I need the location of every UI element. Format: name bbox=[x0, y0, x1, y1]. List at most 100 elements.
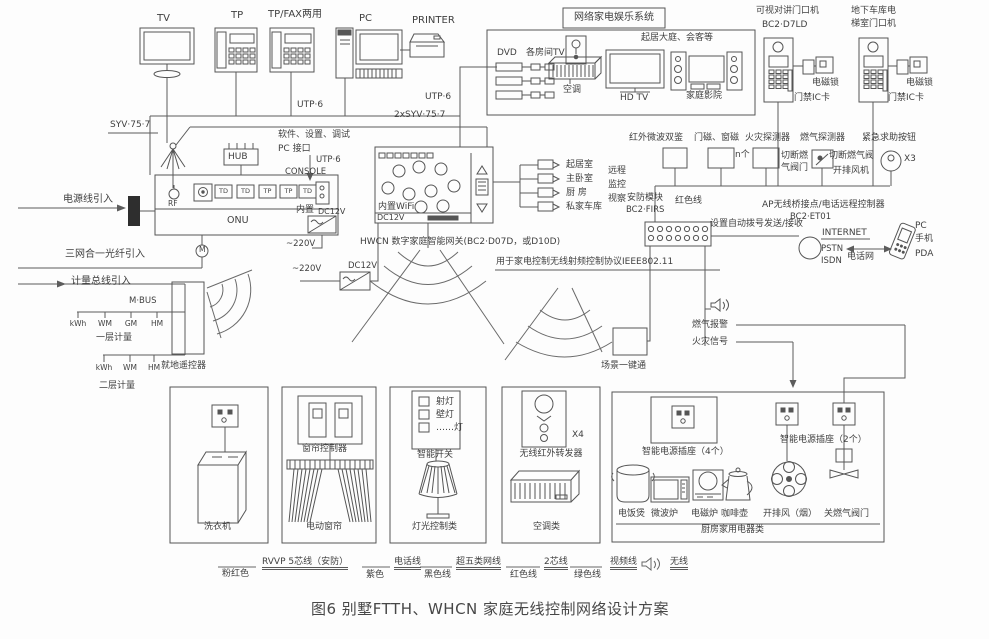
smart-switch-label: 智能开关 bbox=[417, 450, 454, 460]
entertainment-box bbox=[486, 7, 756, 116]
remote-watch1-label: 远程 bbox=[608, 166, 627, 176]
utp6-right-label: UTP·6 bbox=[425, 92, 452, 102]
kitchen-item6-label: 关燃气阀门 bbox=[824, 509, 870, 519]
entertainment-title: 网络家电娱乐系统 bbox=[574, 12, 654, 23]
home-theater-icon bbox=[670, 51, 743, 91]
sensor5-label: 紧急求助按钮 bbox=[862, 133, 917, 143]
legend-color-green: 绿色线 bbox=[574, 570, 602, 580]
door1-model-label: BC2·D7LD bbox=[762, 20, 808, 30]
port-td1-label: TD bbox=[219, 187, 228, 195]
security-module-label1: 安防模块 bbox=[627, 193, 664, 203]
door-intercom-2-icon bbox=[858, 37, 889, 103]
washer-icon bbox=[197, 404, 247, 524]
meter-kwh2-label: kWh bbox=[95, 363, 113, 372]
mbus-label: M·BUS bbox=[129, 296, 157, 306]
figure-caption: 图6 别墅FTTH、WHCN 家庭无线控制网络设计方案 bbox=[310, 600, 670, 618]
remote-watch2-label: 监控 bbox=[608, 180, 627, 190]
floor1-label: 一层计量 bbox=[96, 333, 133, 343]
remote-control-label: 就地遥控器 bbox=[161, 361, 207, 371]
telephone-icon bbox=[214, 27, 258, 73]
pc-port-label: PC 接口 bbox=[278, 144, 311, 154]
printer-label: PRINTER bbox=[412, 15, 455, 26]
legend-lines bbox=[218, 556, 660, 572]
kitchen-box-icons bbox=[611, 396, 859, 503]
ap-name-label: AP无线桥接点/电话远程控制器 bbox=[762, 200, 885, 210]
cut-valve1-label: 切断燃 bbox=[781, 151, 809, 161]
meter-in-label: 计量总线引入 bbox=[71, 276, 131, 287]
fire-signal-label: 火灾信号 bbox=[692, 337, 729, 347]
isdn-label: ISDN bbox=[821, 256, 842, 266]
ac-ent-label: 空调 bbox=[563, 85, 582, 95]
ac-unit-icon bbox=[547, 55, 603, 80]
appliance-class-boxes bbox=[169, 386, 885, 544]
scene-switch-icon bbox=[612, 327, 648, 356]
meter-kwh1-label: kWh bbox=[69, 319, 87, 328]
door2-name-line1: 地下车库电 bbox=[851, 6, 897, 16]
lamp-icon bbox=[418, 460, 458, 519]
curtain-label: 电动窗帘 bbox=[306, 522, 343, 532]
pc-label: PC bbox=[359, 13, 373, 24]
software-note-label: 软件、设置、调试 bbox=[278, 130, 351, 140]
door1-name-label: 可视对讲门口机 bbox=[756, 6, 820, 16]
exhaust-label: 开排风机 bbox=[833, 166, 870, 176]
door-intercom-icon bbox=[763, 37, 794, 103]
kitchen-item4-label: 咖啡壶 bbox=[721, 509, 749, 519]
port-tp2-label: TP bbox=[284, 187, 293, 195]
tv-icon bbox=[139, 27, 195, 78]
meter-wm1-label: WM bbox=[98, 319, 112, 328]
theater-label: 家庭影院 bbox=[686, 91, 723, 101]
remote-watch3-label: 视察 bbox=[608, 194, 627, 204]
meter-hm2-label: HM bbox=[147, 363, 161, 372]
lock1-label: 电磁锁 bbox=[812, 78, 840, 88]
magnetic-lock-icon bbox=[793, 56, 834, 75]
meter-wm2-label: WM bbox=[123, 363, 137, 372]
electric-curtain-icon bbox=[286, 459, 374, 523]
camera-room4-label: 私家车库 bbox=[566, 202, 603, 212]
security-module-block bbox=[644, 221, 712, 247]
gas-alarm-horn-icon bbox=[710, 297, 729, 313]
n-units-label: n个 bbox=[735, 150, 750, 160]
pc2-label: PC bbox=[915, 221, 927, 231]
sensor2-label: 门磁、窗磁 bbox=[694, 133, 740, 143]
sensor-mic-icon bbox=[565, 35, 587, 65]
lock2-label: 电磁锁 bbox=[906, 78, 934, 88]
ir-repeater-icon bbox=[521, 390, 567, 448]
fiber-in-label: 三网合一光纤引入 bbox=[65, 249, 145, 260]
gateway-box bbox=[339, 146, 494, 291]
ac-class-label: 空调类 bbox=[533, 522, 561, 532]
light1-label: 射灯 bbox=[436, 397, 455, 407]
floor2-label: 二层计量 bbox=[99, 381, 136, 391]
hdtv-icon bbox=[605, 49, 665, 89]
cut-valve2-label: 气阀门 bbox=[781, 163, 809, 173]
socket2-label: 智能电源插座（2个） bbox=[780, 435, 867, 445]
security-module-label2: BC2·FIRS bbox=[626, 205, 665, 215]
hdtv-label: HD TV bbox=[620, 93, 649, 103]
dc12v-onu-label: DC12V bbox=[318, 207, 346, 216]
ir-repeater-label: 无线红外转发器 bbox=[519, 449, 583, 459]
ic1-label: 门禁IC卡 bbox=[794, 93, 830, 103]
protocol-note-label: 用于家电控制无线射频控制协议IEEE802.11 bbox=[496, 257, 674, 267]
mobile-label: 手机 bbox=[915, 234, 934, 244]
kitchen-item1-label: 电饭煲 bbox=[618, 509, 646, 519]
rf-label: RF bbox=[168, 199, 178, 208]
v220-b-label: ~220V bbox=[292, 264, 322, 274]
washer-label: 洗衣机 bbox=[204, 522, 232, 532]
sensor3-label: 火灾探测器 bbox=[745, 133, 791, 143]
dial-note-label: 设置自动拨号发送/接收 bbox=[710, 219, 804, 229]
meter-hm1-label: HM bbox=[150, 319, 164, 328]
internet-label: INTERNET bbox=[822, 228, 867, 238]
legend-color-pink: 粉红色 bbox=[222, 569, 250, 579]
smart-switch-icon bbox=[411, 390, 461, 450]
utp6-left-label: UTP·6 bbox=[297, 100, 324, 110]
air-conditioner-icon bbox=[509, 469, 581, 503]
builtin-label: 内置 bbox=[296, 205, 315, 215]
onu-box bbox=[154, 174, 339, 258]
utp6-console-label: UTP·6 bbox=[316, 155, 341, 165]
kitchen-class-label: 厨房家用电器类 bbox=[701, 525, 765, 535]
console-label: CONSOLE bbox=[285, 167, 327, 177]
camera-icons bbox=[537, 159, 561, 212]
remote-control-icon bbox=[171, 281, 205, 355]
tpfax-label: TP/FAX两用 bbox=[268, 9, 323, 20]
port-tp1-label: TP bbox=[263, 187, 272, 195]
